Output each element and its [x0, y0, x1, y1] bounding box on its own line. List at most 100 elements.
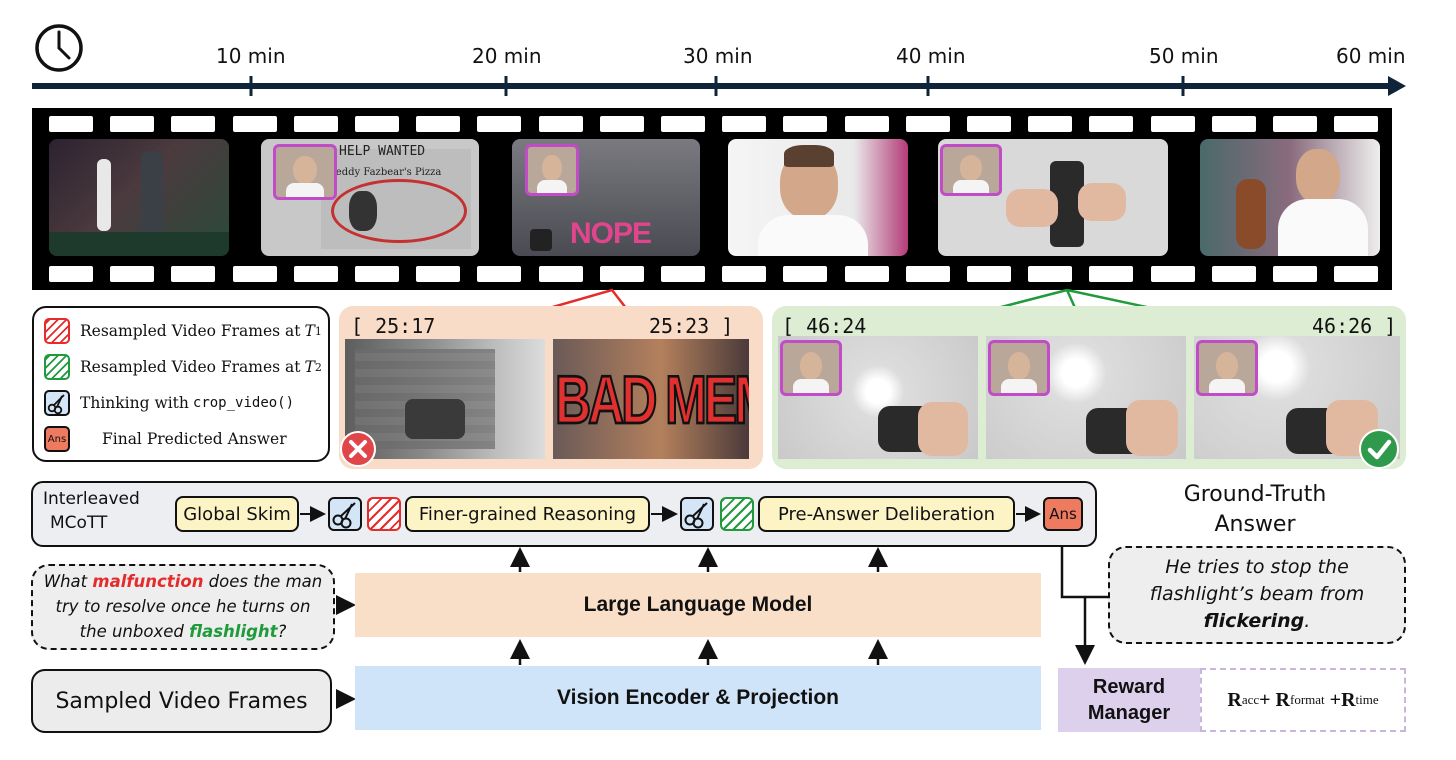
question-line2: try to resolve once he turns on [55, 596, 311, 616]
legend-red-sub: 1 [314, 324, 322, 338]
plus-1: + [1259, 688, 1276, 711]
tick-label-50: 50 min [1149, 44, 1219, 68]
ans-icon: Ans [44, 426, 70, 452]
sprocket-hole [232, 116, 277, 132]
video-frame-1 [49, 139, 229, 256]
r-format-sub: format [1290, 692, 1325, 707]
bad-meme-text: BAD MEME [554, 361, 749, 439]
sprocket-hole [49, 266, 93, 282]
sprocket-hole [171, 266, 216, 282]
question-keyword-flashlight: flashlight [189, 621, 278, 641]
sampled-frames-label: Sampled Video Frames [55, 688, 308, 714]
scissors-icon [328, 497, 362, 531]
legend-green-sub: 2 [314, 360, 322, 374]
ground-truth-bold: flickering [1203, 609, 1305, 632]
green-hatch-icon [44, 354, 70, 380]
sampled-video-frames: Sampled Video Frames [31, 669, 332, 733]
sprocket-hole [416, 116, 461, 132]
llm-label: Large Language Model [583, 593, 813, 616]
green-end-time: 46:26 ] [1312, 314, 1397, 338]
sprocket-hole [661, 266, 705, 282]
sprocket-hole [1150, 266, 1195, 282]
sprocket-hole [844, 116, 889, 132]
sprocket-hole [905, 266, 950, 282]
step-finer-grained-reasoning: Finer-grained Reasoning [405, 496, 650, 532]
ground-truth-title-line1: Ground-Truth [1183, 482, 1327, 507]
reward-manager: Reward Manager [1058, 668, 1200, 732]
sprocket-hole [110, 116, 155, 132]
sprocket-hole [477, 116, 522, 132]
green-resample-panel: [ 46:24 46:26 ] [772, 306, 1406, 469]
sprocket-hole [1150, 116, 1195, 132]
timeline [32, 24, 1406, 96]
question-part2: does the man [203, 572, 323, 591]
red-end-time: 25:23 ] [649, 314, 734, 338]
ground-truth-title: Ground-Truth Answer [1140, 480, 1370, 539]
sprocket-hole [355, 266, 399, 282]
r-acc: R [1227, 688, 1242, 711]
help-wanted-text: HELP WANTED [339, 144, 426, 159]
red-frame-2: BAD MEME [553, 339, 749, 459]
sprocket-hole [783, 116, 828, 132]
sprocket-hole [1273, 116, 1317, 132]
sprocket-hole [905, 116, 950, 132]
vision-encoder-label: Vision Encoder & Projection [556, 686, 839, 709]
scissors-icon [44, 390, 70, 416]
legend-answer-label: Final Predicted Answer [102, 430, 287, 448]
mcott-label-line2: MCoTT [50, 513, 108, 533]
sprocket-hole [1211, 116, 1256, 132]
red-frame-1 [345, 339, 545, 459]
large-language-model: Large Language Model [355, 573, 1041, 637]
sprocket-hole [783, 266, 828, 282]
sprocket-hole [1211, 266, 1256, 282]
step-global-skim: Global Skim [175, 496, 299, 532]
sprocket-hole [538, 266, 583, 282]
x-circle-icon [340, 431, 376, 467]
ans-label: Ans [1049, 505, 1077, 523]
sprocket-hole [1089, 266, 1134, 282]
tick-label-40: 40 min [896, 44, 966, 68]
legend-red-label: Resampled Video Frames at [80, 322, 301, 340]
sprocket-hole [293, 266, 338, 282]
ground-truth-bubble: He tries to stop the flashlight’s beam f… [1108, 546, 1406, 644]
vision-encoder: Vision Encoder & Projection [355, 666, 1041, 730]
sprocket-hole [171, 116, 216, 132]
legend-thinking-label: Thinking with [80, 394, 189, 412]
sprocket-hole [293, 116, 338, 132]
sprocket-hole [538, 116, 583, 132]
video-frame-6 [1200, 139, 1380, 256]
video-frame-3: NOPE [512, 139, 700, 256]
ground-truth-line2: flashlight’s beam from [1149, 582, 1365, 605]
sprocket-hole [661, 116, 705, 132]
plus-2: + [1324, 688, 1342, 711]
sprocket-hole [967, 266, 1011, 282]
sprocket-hole [599, 266, 644, 282]
ans-icon-label: Ans [47, 433, 67, 445]
sprocket-hole [1334, 266, 1379, 282]
legend-green-var: T [304, 358, 315, 376]
check-circle-icon [1359, 429, 1399, 469]
film-strip: HELP WANTED reddy Fazbear's Pizza NOPE [32, 108, 1392, 290]
legend-red-var: T [304, 322, 315, 340]
question-bubble: What malfunction does the man try to res… [31, 564, 335, 650]
sprocket-hole [1273, 266, 1317, 282]
ground-truth-end: . [1304, 609, 1311, 632]
ground-truth-line1: He tries to stop the [1165, 556, 1349, 578]
question-part1: What [43, 572, 93, 591]
sprocket-hole [416, 266, 461, 282]
scissors-icon [680, 497, 714, 531]
sprocket-hole [1028, 266, 1073, 282]
question-part3: the unboxed [79, 621, 190, 641]
sprocket-hole [110, 266, 155, 282]
legend-row-answer: Ans Final Predicted Answer [44, 426, 287, 452]
reward-line1: Reward [1092, 676, 1166, 698]
ans-icon: Ans [1043, 497, 1083, 531]
red-hatch-icon [367, 497, 401, 531]
red-hatch-icon [44, 318, 70, 344]
tick-label-60: 60 min [1336, 44, 1406, 68]
sprocket-hole [232, 266, 277, 282]
r-format: R [1275, 688, 1290, 711]
